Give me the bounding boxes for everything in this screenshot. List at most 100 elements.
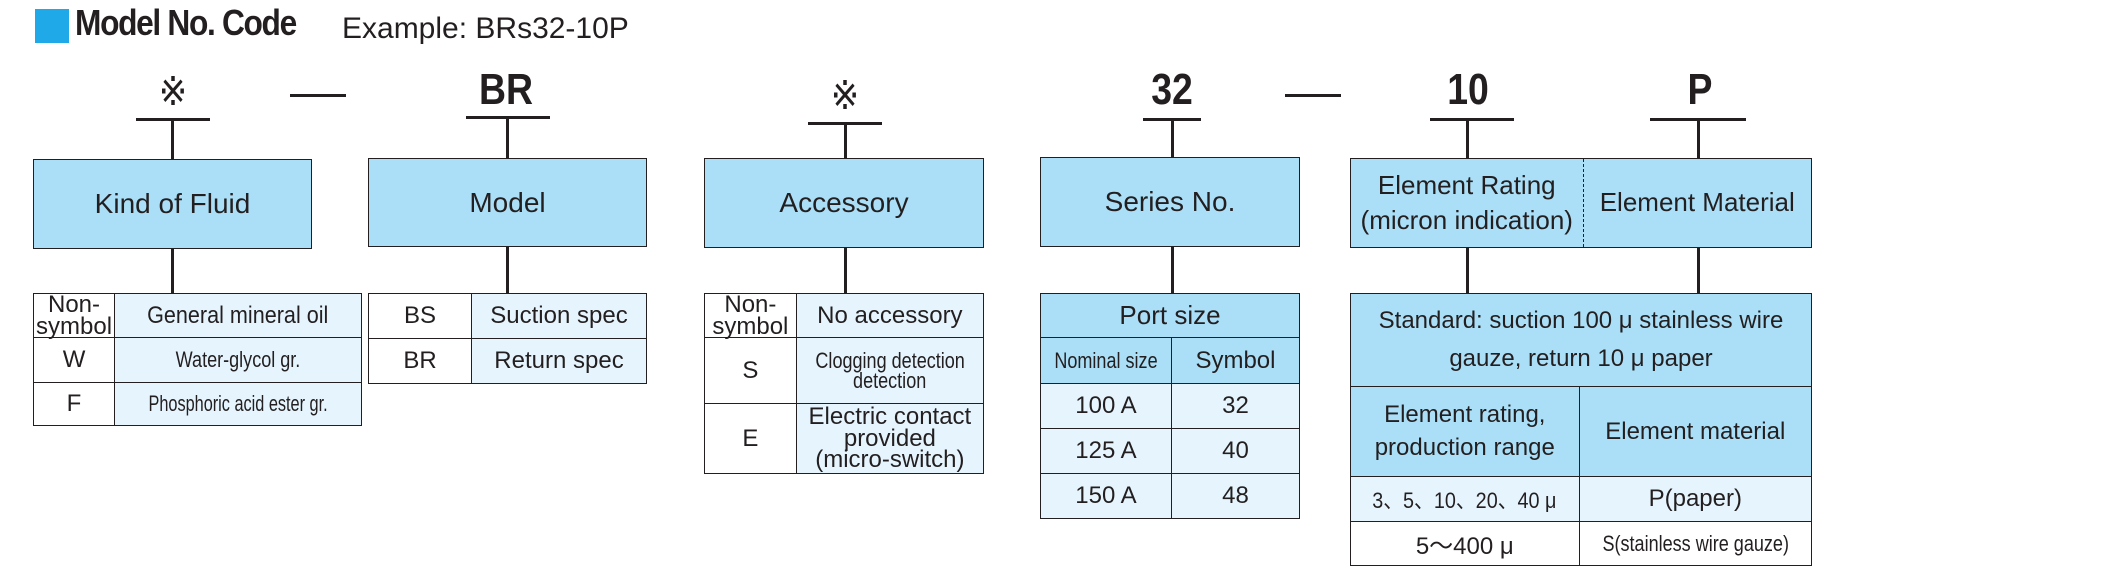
element-material-header: Element material [1578, 386, 1813, 477]
code-dash-1 [290, 94, 346, 97]
element-standard-note: Standard: suction 100 μ stainless wire g… [1350, 293, 1812, 387]
port-symbol-value: 40 [1170, 428, 1301, 474]
connector-line [844, 248, 847, 294]
table-row: Element rating, production range Element… [1350, 386, 1813, 477]
model-table: BS Suction spec BR Return spec [368, 293, 647, 384]
element-rating-line1: Element Rating [1377, 169, 1556, 200]
fluid-key-f: F [32, 382, 116, 427]
connector-line [1466, 118, 1469, 160]
model-key-br: BR [368, 338, 472, 384]
accessory-value-electric: Electric contact provided (micro-switch) [795, 403, 985, 475]
category-element: Element Rating (micron indication) Eleme… [1350, 158, 1812, 248]
standard-line2: gauze, return 10 μ paper [1449, 345, 1713, 372]
accessory-key-nonsymbol: Non- symbol [704, 291, 797, 340]
rating-header-line1: Element rating, [1384, 401, 1546, 429]
accessory-value-line2: provided [843, 424, 936, 452]
category-element-material: Element Material [1599, 187, 1795, 218]
accessory-value-clogging: Clogging detection detection [795, 337, 985, 405]
port-size-value: 100 A [1040, 383, 1172, 429]
category-kind-of-fluid: Kind of Fluid [33, 159, 312, 249]
connector-line [1171, 246, 1174, 294]
model-key-bs: BS [368, 293, 472, 339]
series-table: Port size Nominal size Symbol 100 A 32 1… [1040, 293, 1301, 519]
accessory-value-line3: (micro-switch) [815, 446, 965, 474]
table-row: BS Suction spec [368, 293, 647, 339]
table-row: 100 A 32 [1040, 383, 1301, 429]
table-row: W Water-glycol gr. [32, 337, 363, 384]
table-row: F Phosphoric acid ester gr. [32, 382, 363, 427]
connector-line [1697, 248, 1700, 294]
accessory-table: Non- symbol No accessory S Clogging dete… [704, 291, 985, 475]
model-value-return: Return spec [471, 338, 647, 384]
connector-line [1171, 118, 1174, 158]
element-rating-header: Element rating, production range [1350, 386, 1580, 477]
material-text: S(stainless wire gauze) [1602, 530, 1789, 556]
table-row: Nominal size Symbol [1040, 337, 1301, 384]
category-element-rating: Element Rating (micron indication) [1351, 159, 1584, 247]
table-row: Port size [1040, 293, 1300, 338]
element-table: Standard: suction 100 μ stainless wire g… [1350, 293, 1813, 566]
category-accessory: Accessory [704, 158, 984, 248]
table-row: BR Return spec [368, 338, 647, 384]
connector-bar [1430, 118, 1514, 121]
fluid-key-line1: Non- [48, 291, 101, 318]
connector-line [171, 118, 174, 160]
accessory-value-line1: Clogging detection [815, 347, 965, 373]
symbol-header: Symbol [1170, 337, 1301, 384]
port-symbol-value: 48 [1170, 473, 1301, 519]
accessory-value-line1: Electric contact [808, 403, 972, 431]
rating-header-line2: production range [1374, 433, 1555, 461]
table-row: S Clogging detection detection [704, 337, 985, 405]
accessory-value-none: No accessory [795, 292, 985, 339]
accessory-key-line2: symbol [712, 312, 789, 340]
port-size-header: Port size [1040, 293, 1300, 338]
code-model-symbol: BR [478, 65, 534, 114]
table-row: 125 A 40 [1040, 428, 1301, 474]
connector-line [1466, 248, 1469, 294]
title-marker [35, 9, 69, 43]
connector-line [844, 122, 847, 160]
element-rating-value: 5～400 μ [1350, 521, 1580, 566]
connector-line [506, 246, 509, 294]
element-rating-value: 3、5、10、20、40 μ [1350, 476, 1580, 522]
accessory-key-line1: Non- [724, 291, 777, 318]
example-code: Example: BRs32-10P [342, 12, 629, 45]
model-value-suction: Suction spec [471, 293, 647, 339]
fluid-table: Non- symbol General mineral oil W Water-… [32, 291, 363, 427]
connector-line [506, 116, 509, 158]
category-series-no: Series No. [1040, 157, 1300, 247]
fluid-value-text: General mineral oil [147, 301, 329, 329]
table-row: 5～400 μ S(stainless wire gauze) [1350, 521, 1813, 566]
table-row: Non- symbol General mineral oil [32, 291, 363, 340]
code-series-symbol: 32 [1151, 65, 1193, 114]
accessory-key-s: S [704, 337, 797, 405]
fluid-key-line2: symbol [36, 312, 113, 340]
connector-line [171, 248, 174, 294]
port-symbol-value: 32 [1170, 383, 1301, 429]
port-size-value: 125 A [1040, 428, 1172, 474]
rating-range-text: 3、5、10、20、40 μ [1372, 488, 1557, 513]
port-size-value: 150 A [1040, 473, 1172, 519]
code-accessory-symbol: ※ [830, 74, 860, 118]
table-row: 3、5、10、20、40 μ P(paper) [1350, 476, 1813, 522]
page-title: Model No. Code [75, 2, 297, 43]
code-dash-2 [1285, 94, 1341, 97]
standard-line1: Standard: suction 100 μ stainless wire [1378, 306, 1784, 334]
fluid-value-mineral: General mineral oil [114, 292, 363, 339]
fluid-value-water-glycol: Water-glycol gr. [114, 337, 363, 384]
nominal-size-text: Nominal size [1054, 347, 1158, 373]
code-rating-symbol: 10 [1447, 65, 1489, 114]
element-material-value: P(paper) [1578, 476, 1813, 522]
fluid-key-w: W [32, 337, 116, 384]
fluid-value-text: Phosphoric acid ester gr. [148, 391, 328, 417]
fluid-value-text: Water-glycol gr. [175, 347, 301, 373]
accessory-key-e: E [704, 403, 797, 475]
connector-line [1697, 118, 1700, 160]
table-row: Non- symbol No accessory [704, 291, 985, 340]
fluid-value-phosphoric: Phosphoric acid ester gr. [114, 382, 363, 427]
nominal-size-header: Nominal size [1040, 337, 1172, 384]
table-row: Standard: suction 100 μ stainless wire g… [1350, 293, 1812, 387]
category-model: Model [368, 158, 647, 247]
code-material-symbol: P [1687, 65, 1713, 114]
fluid-key-nonsymbol: Non- symbol [32, 291, 116, 340]
